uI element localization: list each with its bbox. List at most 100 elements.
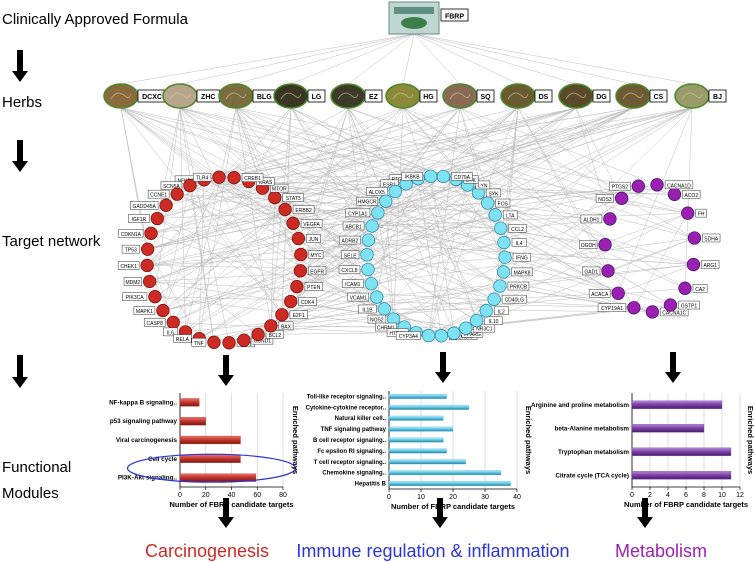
target-node-circle — [494, 221, 508, 235]
target-label: IL4 — [516, 241, 523, 247]
target-target-edge — [270, 214, 496, 327]
target-target-edge — [274, 197, 619, 294]
target-node-circle — [421, 328, 436, 343]
target-node-circle — [284, 294, 298, 309]
target-label: IFNG — [516, 256, 528, 262]
cluster-carcinogenesis: NFKB2SCN5ACCNE1GADD45AIGF1RCDKN1ATP53CHE… — [117, 170, 327, 350]
target-label: ABCB1 — [345, 224, 362, 230]
target-target-edge — [262, 188, 301, 271]
formula-image-leaf — [401, 17, 427, 29]
target-label-box — [121, 244, 140, 254]
herb-target-edge — [284, 107, 349, 210]
target-label-box — [160, 181, 183, 190]
target-target-edge — [262, 187, 496, 216]
herb-target-edge — [185, 107, 237, 332]
target-label-box — [306, 234, 321, 243]
target-target-edge — [270, 197, 276, 326]
herb-image-texture — [449, 92, 471, 100]
herb-target-edge — [235, 107, 675, 195]
arrow-immune-network-to-chart — [435, 352, 451, 383]
target-label: MAPK8 — [514, 270, 531, 276]
target-label-box — [484, 316, 503, 325]
target-label: NOS2 — [370, 318, 384, 324]
target-node: BCL2 — [251, 327, 284, 342]
target-target-edge — [290, 239, 369, 302]
herb-label: DCXC — [142, 94, 162, 101]
target-target-edge — [428, 212, 688, 336]
herb-target-edge — [459, 107, 695, 239]
herb-image-texture — [110, 92, 132, 100]
target-target-edge — [417, 178, 477, 321]
herb-image — [218, 83, 254, 109]
herb-target-edge — [270, 107, 292, 326]
target-target-edge — [455, 179, 506, 258]
x-tick-label: 10 — [718, 492, 726, 499]
target-label: SDHA — [704, 236, 719, 242]
target-label: PIK3CA — [126, 295, 144, 301]
target-node-circle — [650, 178, 664, 192]
stage-network-label: Target network — [2, 233, 101, 250]
target-node: GAD1 — [582, 264, 615, 278]
target-node: PRKCB — [493, 279, 530, 293]
target-node: EGFR — [293, 264, 327, 278]
target-label: TNF — [194, 341, 204, 347]
target-node-circle — [627, 301, 641, 315]
target-target-edge — [157, 181, 249, 219]
target-node: OGDH — [579, 238, 612, 252]
target-label-box — [380, 179, 399, 189]
target-node: CYP3A4 — [395, 328, 436, 343]
target-label-box — [282, 193, 305, 202]
target-label: CREB1 — [244, 176, 261, 182]
bar — [388, 437, 444, 443]
target-node: IL1B — [358, 302, 391, 316]
target-label-box — [502, 210, 518, 220]
target-label-box — [664, 180, 694, 190]
target-node: CA2 — [678, 281, 708, 295]
target-label: CACNA1D — [667, 183, 691, 189]
target-node-circle — [598, 238, 612, 252]
target-target-edge — [290, 301, 466, 329]
herb-target-edge — [617, 107, 693, 294]
target-node: TNF — [191, 335, 221, 349]
herb-target-edge — [151, 107, 577, 234]
target-target-edge — [149, 269, 369, 282]
target-target-edge — [154, 296, 634, 308]
target-node: PTGS2 — [609, 179, 646, 193]
target-label: CCNE1 — [150, 193, 167, 199]
target-node-circle — [360, 248, 374, 262]
x-tick-label: 40 — [228, 492, 236, 499]
category-label: Chemokine signaling.. — [322, 471, 386, 477]
target-node: ACO2 — [667, 187, 701, 201]
target-label: MYC — [310, 253, 322, 259]
target-node-circle — [447, 326, 461, 340]
herb-target-edge — [157, 107, 577, 219]
arrow-carcinogenesis-chart-to-module — [218, 498, 234, 528]
herb-target-edge — [495, 107, 693, 216]
target-node: CYP1A1 — [345, 206, 385, 220]
herb-target-edge — [179, 107, 230, 343]
target-label: PPARG — [464, 332, 481, 338]
target-target-edge — [607, 237, 695, 272]
target-target-edge — [177, 193, 442, 336]
target-label-box — [342, 221, 365, 231]
target-target-edge — [385, 201, 394, 320]
target-node: SYK — [471, 186, 501, 200]
target-label: CA2 — [695, 287, 705, 293]
herb-label-box — [307, 89, 326, 103]
target-label: ACACA — [591, 292, 609, 298]
target-node-circle — [371, 206, 385, 220]
target-node-circle — [294, 247, 308, 262]
target-label-box — [241, 173, 264, 182]
target-label: CDK4 — [301, 300, 315, 306]
target-node-circle — [601, 264, 615, 278]
target-target-edge — [177, 193, 286, 210]
target-node: CDK4 — [284, 294, 317, 309]
target-label-box — [342, 279, 364, 288]
target-node-circle — [212, 170, 226, 184]
target-label: SYK — [489, 191, 500, 197]
formula-label-box — [440, 8, 469, 22]
target-target-edge — [428, 184, 468, 336]
target-node: MAPK1 — [133, 303, 170, 318]
arrow-head — [435, 372, 451, 383]
